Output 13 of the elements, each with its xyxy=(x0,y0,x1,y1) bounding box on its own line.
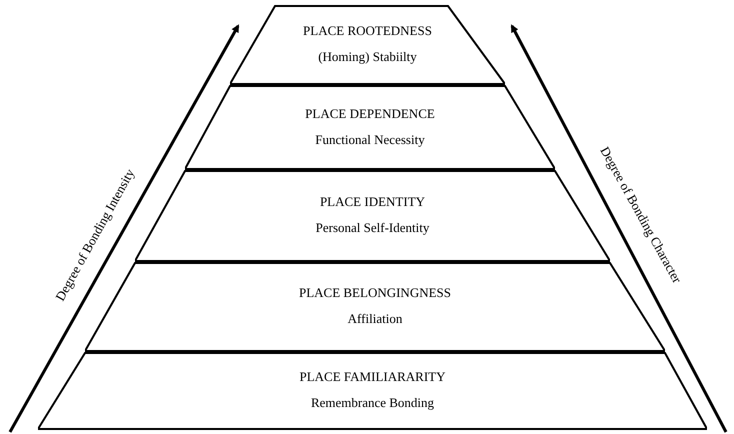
layer-description: Functional Necessity xyxy=(315,132,425,146)
layer-title: PLACE IDENTITY xyxy=(320,194,426,209)
layer-description: (Homing) Stabiilty xyxy=(318,49,417,64)
pyramid-layer xyxy=(38,352,707,430)
layer-description: Affiliation xyxy=(348,311,402,326)
layer-title: PLACE ROOTEDNESS xyxy=(303,23,432,38)
pyramid-layer xyxy=(230,5,505,85)
layer-description: Personal Self-Identity xyxy=(316,220,430,235)
layer-description: Remembrance Bonding xyxy=(310,395,434,410)
layer-title: PLACE DEPENDENCE xyxy=(305,106,435,120)
pyramid-layer xyxy=(185,85,555,170)
layer-title: PLACE BELONGINGNESS xyxy=(298,285,452,300)
layer-title: PLACE FAMILIARARITY xyxy=(299,369,446,384)
